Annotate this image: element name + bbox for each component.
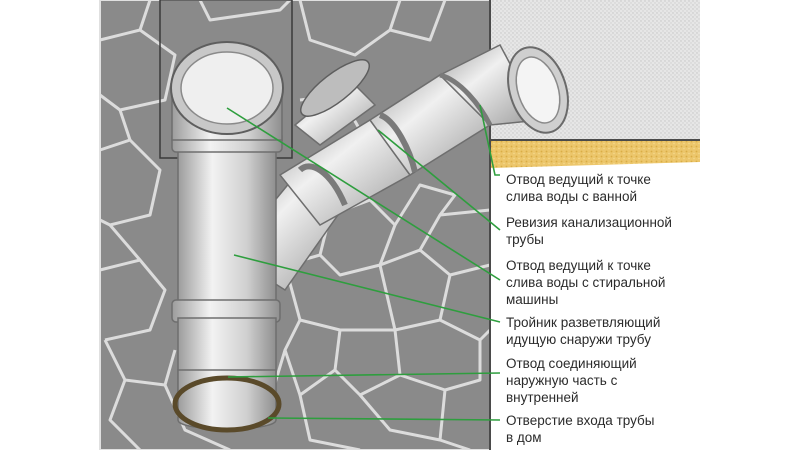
leader-entry <box>267 417 501 421</box>
bath-outlet <box>507 46 569 134</box>
main-pipe <box>171 131 283 433</box>
sand-layer <box>490 140 700 168</box>
stone-tile-pattern <box>99 0 492 450</box>
label-tee: Тройник разветвляющий идущую снаружи тру… <box>506 315 661 347</box>
leader-revision <box>377 129 501 231</box>
label-entry-hole: Отверстие входа трубы в дом <box>506 413 655 445</box>
label-washer-outlet: Отвод ведущий к точке слива воды с стира… <box>506 258 666 307</box>
leader-bath <box>479 104 500 176</box>
revision-cap <box>293 59 377 146</box>
leader-tee <box>233 254 501 323</box>
leader-washer <box>226 107 501 281</box>
label-connector: Отвод соединяющий наружную часть с внутр… <box>506 356 637 405</box>
label-revision: Ревизия канализационной трубы <box>506 215 672 247</box>
leader-lines <box>226 104 501 421</box>
top-socket <box>170 41 284 141</box>
label-bath-outlet: Отвод ведущий к точке слива воды с ванно… <box>506 172 651 204</box>
leader-connector <box>227 372 501 378</box>
